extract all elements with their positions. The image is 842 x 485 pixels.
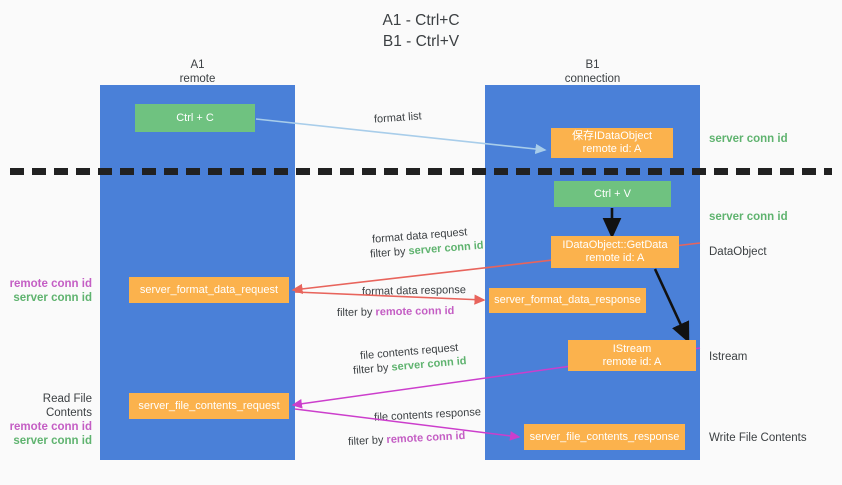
node-save-idataobject[interactable]: 保存IDataObject remote id: A xyxy=(551,128,673,158)
node-ctrl-v[interactable]: Ctrl + V xyxy=(554,181,671,207)
note-server-conn-id-top: server conn id xyxy=(709,133,788,145)
note-left-read-file-block: Read File Contents remote conn id server… xyxy=(0,392,92,448)
edge-file-contents-response xyxy=(294,408,521,441)
node-istream[interactable]: IStream remote id: A xyxy=(568,340,696,371)
note-remote-conn-id-lower: remote conn id xyxy=(9,421,92,433)
note-server-conn-id-lower: server conn id xyxy=(13,435,92,447)
column-header-a1: A1 remote xyxy=(179,59,216,85)
dashed-separator xyxy=(10,168,832,175)
page-title: A1 - Ctrl+C B1 - Ctrl+V xyxy=(382,12,460,50)
node-ctrl-c[interactable]: Ctrl + C xyxy=(135,104,255,132)
note-write-file-contents: Write File Contents xyxy=(709,432,807,444)
node-server-file-contents-request[interactable]: server_file_contents_request xyxy=(129,393,289,419)
edge-getdata-to-istream xyxy=(653,268,690,344)
note-server-conn-id-mid: server conn id xyxy=(709,211,788,223)
note-istream: Istream xyxy=(709,351,748,363)
note-left-conn-ids-upper: remote conn id server conn id xyxy=(0,277,92,305)
note-read-file-contents: Read File Contents xyxy=(42,393,92,419)
node-server-format-data-request[interactable]: server_format_data_request xyxy=(129,277,289,303)
node-idataobject-getdata[interactable]: IDataObject::GetData remote id: A xyxy=(551,236,679,268)
edge-format-data-response xyxy=(294,291,486,305)
node-server-format-data-response[interactable]: server_format_data_response xyxy=(489,288,646,313)
node-server-file-contents-response[interactable]: server_file_contents_response xyxy=(524,424,685,450)
note-dataobject: DataObject xyxy=(709,246,767,258)
note-remote-conn-id: remote conn id xyxy=(9,278,92,290)
note-server-conn-id: server conn id xyxy=(13,292,92,304)
column-header-b1: B1 connection xyxy=(564,59,621,85)
edge-format-list xyxy=(255,118,547,155)
